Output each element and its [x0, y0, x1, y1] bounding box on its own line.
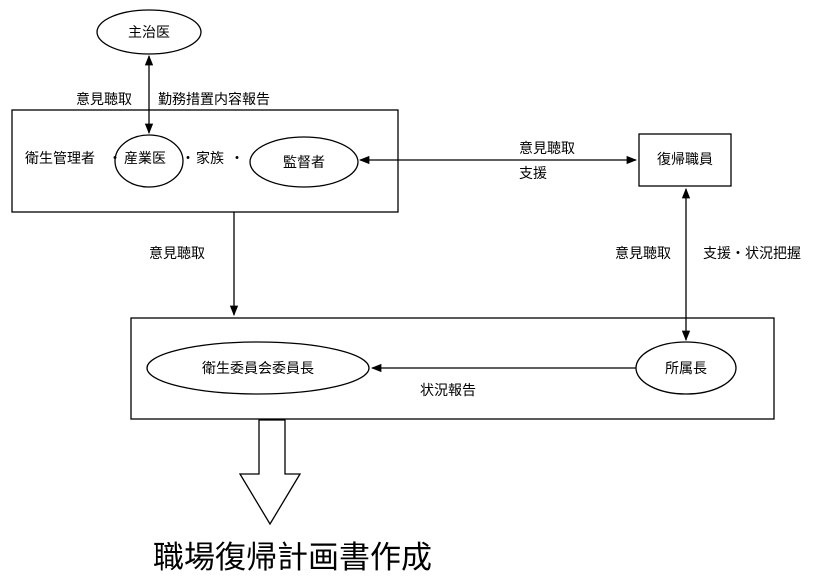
family-label: 家族 — [196, 150, 224, 167]
separator-dot-2: ・ — [181, 151, 195, 167]
output-title: 職場復帰計画書作成 — [153, 540, 432, 576]
returning-employee-label: 復帰職員 — [657, 151, 713, 168]
support-status-label: 支援・状況把握 — [703, 246, 801, 262]
committee-group-box — [130, 317, 775, 420]
support-label: 支援 — [519, 166, 547, 182]
supervisor-label: 監督者 — [283, 154, 325, 171]
separator-dot-3: ・ — [230, 151, 244, 167]
department-head-label: 所属長 — [665, 361, 707, 377]
committee-chair-node — [146, 341, 370, 395]
opinion-hearing-employee-label: 意見聴取 — [615, 245, 671, 262]
opinion-hearing-left-label: 意見聴取 — [149, 245, 205, 262]
attending-physician-node — [96, 9, 202, 55]
hygiene-manager-label: 衛生管理者 — [25, 151, 95, 167]
returning-employee-node — [638, 133, 732, 187]
industrial-physician-ellipse — [114, 134, 184, 188]
supervisor-node — [249, 136, 359, 188]
separator-dot-1: ・ — [108, 151, 122, 167]
opinion-hearing-right-label: 意見聴取 — [519, 140, 575, 157]
work-measures-report-label: 勤務措置内容報告 — [158, 91, 270, 108]
status-report-label: 状況報告 — [420, 383, 476, 399]
committee-chair-label: 衛生委員会委員長 — [202, 361, 314, 377]
opinion-hearing-top-label: 意見聴取 — [76, 91, 132, 108]
attending-physician-label: 主治医 — [128, 25, 170, 41]
output-down-arrow — [238, 419, 302, 526]
industrial-physician-label: 産業医 — [124, 151, 166, 167]
